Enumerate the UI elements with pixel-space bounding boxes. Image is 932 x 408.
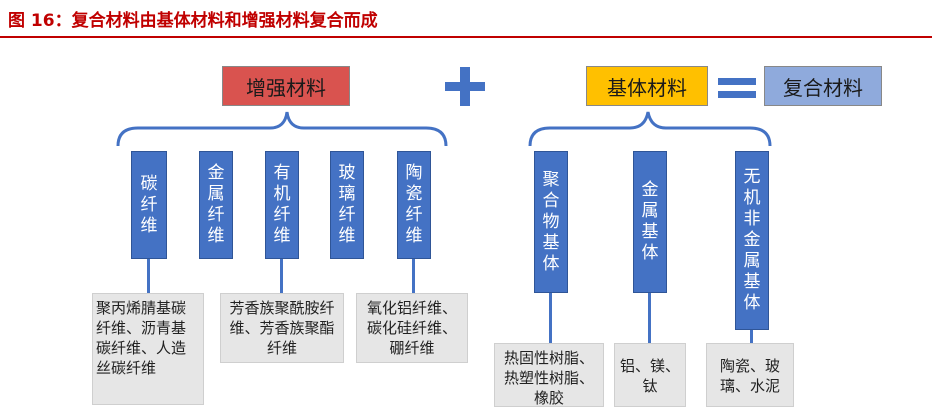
label-char: 维 — [405, 226, 423, 246]
label-char: 维 — [338, 226, 356, 246]
label-char: 璃 — [338, 184, 356, 204]
type-metal-matrix: 金属基体 — [633, 151, 667, 293]
examples-inorganic-matrix: 陶瓷、玻璃、水泥 — [706, 343, 794, 407]
type-carbon-fiber: 碳纤维 — [131, 151, 167, 259]
connector-line — [280, 259, 283, 293]
label-char: 金 — [641, 180, 659, 200]
label-char: 属 — [207, 184, 225, 204]
matrix-header: 基体材料 — [586, 66, 708, 106]
label-char: 纤 — [338, 205, 356, 225]
label-char: 纤 — [273, 205, 291, 225]
connector-line — [549, 293, 552, 343]
connector-line — [147, 259, 150, 293]
label-char: 金 — [743, 230, 761, 250]
type-ceramic-fiber: 陶瓷纤维 — [397, 151, 431, 259]
label-char: 机 — [273, 184, 291, 204]
label-char: 金 — [207, 163, 225, 183]
label-char: 纤 — [207, 205, 225, 225]
label-char: 聚 — [542, 169, 560, 190]
label-char: 无 — [743, 167, 761, 187]
label-char: 基 — [743, 272, 761, 292]
matrix-brace — [528, 111, 772, 147]
type-polymer-matrix: 聚合物基体 — [534, 151, 568, 293]
label-char: 体 — [542, 253, 560, 274]
examples-organic-fiber: 芳香族聚酰胺纤维、芳香族聚酯纤维 — [220, 293, 344, 363]
type-organic-fiber: 有机纤维 — [265, 151, 299, 259]
plus-sign-icon — [445, 67, 485, 106]
label-char: 陶 — [405, 163, 423, 183]
title-divider — [0, 36, 932, 38]
label-char: 纤 — [405, 205, 423, 225]
label-char: 有 — [273, 163, 291, 183]
label-char: 属 — [641, 201, 659, 221]
connector-line — [412, 259, 415, 293]
figure-title: 图 16：复合材料由基体材料和增强材料复合而成 — [8, 11, 378, 31]
label-char: 纤 — [140, 194, 158, 215]
label-char: 机 — [743, 188, 761, 208]
label-char: 碳 — [140, 173, 158, 194]
type-inorganic-matrix: 无机非金属基体 — [735, 151, 769, 330]
connector-line — [750, 330, 753, 343]
type-glass-fiber: 玻璃纤维 — [330, 151, 364, 259]
label-char: 维 — [207, 226, 225, 246]
label-char: 维 — [273, 226, 291, 246]
reinforcement-header: 增强材料 — [222, 66, 350, 106]
label-char: 维 — [140, 215, 158, 236]
examples-metal-matrix: 铝、镁、钛 — [614, 343, 686, 407]
label-char: 瓷 — [405, 184, 423, 204]
label-char: 基 — [542, 232, 560, 253]
equals-sign-icon — [718, 78, 756, 98]
type-metal-fiber: 金属纤维 — [199, 151, 233, 259]
reinforcement-brace — [116, 111, 448, 147]
examples-ceramic-fiber: 氧化铝纤维、碳化硅纤维、硼纤维 — [356, 293, 468, 363]
label-char: 非 — [743, 209, 761, 229]
label-char: 属 — [743, 251, 761, 271]
label-char: 体 — [641, 243, 659, 263]
examples-polymer-matrix: 热固性树脂、热塑性树脂、橡胶 — [494, 343, 604, 407]
label-char: 合 — [542, 190, 560, 211]
label-char: 基 — [641, 222, 659, 242]
label-char: 玻 — [338, 163, 356, 183]
label-char: 体 — [743, 293, 761, 313]
composite-header: 复合材料 — [764, 66, 882, 106]
examples-carbon-fiber: 聚丙烯腈基碳纤维、沥青基碳纤维、人造丝碳纤维 — [92, 293, 204, 405]
label-char: 物 — [542, 211, 560, 232]
connector-line — [648, 293, 651, 343]
